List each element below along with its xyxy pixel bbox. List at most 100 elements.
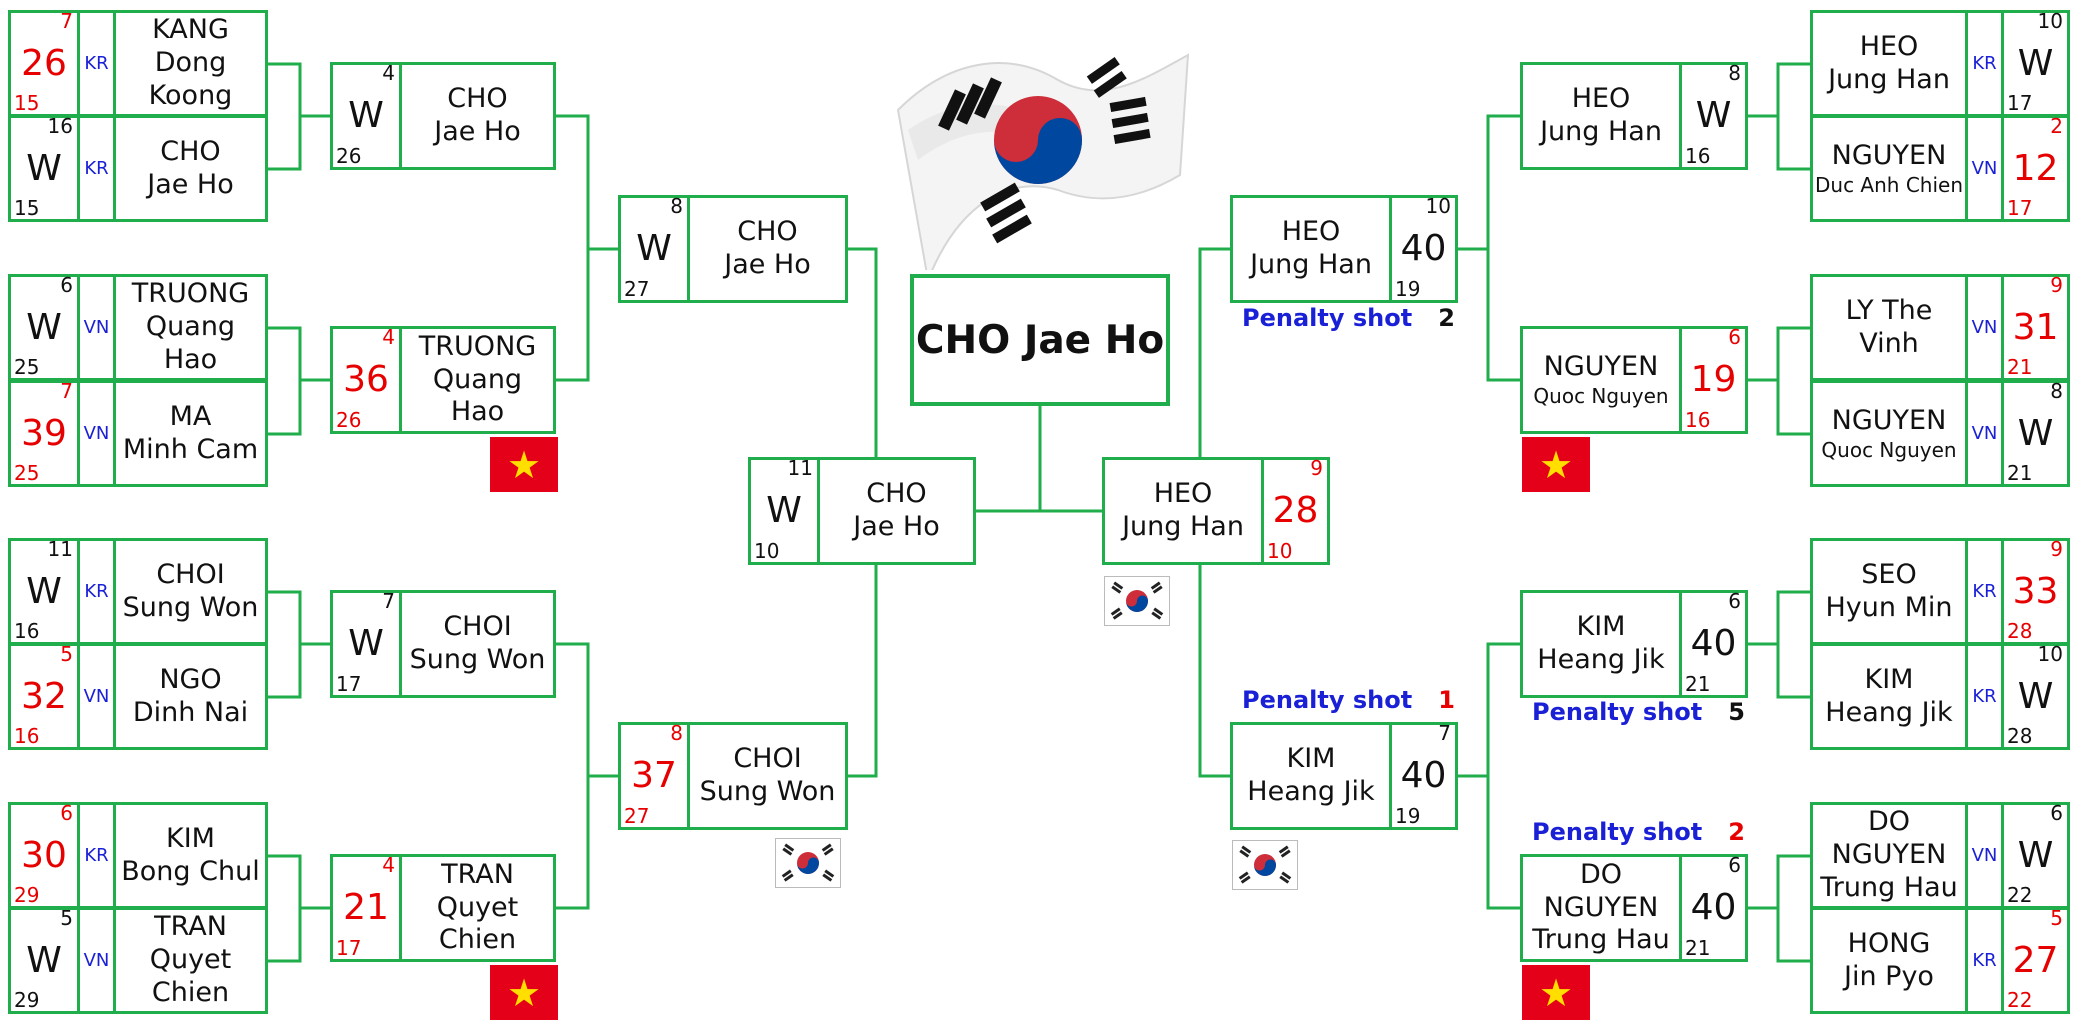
score-value: W [766,490,802,531]
score-value: 40 [1400,228,1447,269]
country-code: KR [77,805,113,906]
sub-score: 27 [624,804,650,828]
sub-score: 29 [14,988,40,1012]
player-surname: CHOI [443,611,512,643]
country-code: KR [77,13,113,114]
player-surname: CHO [447,83,508,115]
seed-number: 5 [60,906,73,930]
seed-number: 9 [2050,537,2063,561]
bracket-connector [1486,114,1520,382]
player-given-name: Heang Jik [1825,696,1953,728]
score-value: W [26,939,62,981]
bracket-connector [556,114,590,382]
player-given-name: Sung Won [409,644,546,675]
seed-number: 6 [1728,325,1741,349]
score-value: W [2017,42,2054,84]
player-given-name: Dong Koong [148,47,233,111]
korea-flag-icon [1232,840,1298,890]
penalty-label-text: Penalty shot [1532,698,1703,726]
penalty-label-text: Penalty shot [1242,304,1413,332]
bracket-connector [268,62,302,171]
sub-score: 17 [336,936,362,960]
player-given-name: Jae Ho [853,511,940,542]
score-value: 40 [1690,623,1737,664]
country-code: VN [1965,118,2001,219]
seed-number: 16 [47,114,73,138]
country-code: VN [77,910,113,1011]
country-code: VN [77,277,113,378]
player-surname: HEO [1571,83,1631,115]
country-code: VN [1965,805,2001,906]
sub-score: 10 [754,539,780,563]
seed-number: 7 [60,9,73,33]
player-surname: TRUONG [418,330,537,362]
penalty-value: 2 [1438,304,1455,332]
player-surname: TRAN [154,911,227,943]
sub-score: 16 [14,619,40,643]
player-surname: NGUYEN [1831,404,1947,436]
score-value: 40 [1400,755,1447,796]
penalty-shot-label: Penalty shot 2 [1242,304,1455,332]
player-given-name: Sung Won [122,591,259,623]
country-code: KR [1965,13,2001,114]
player-surname: HEO [1859,30,1919,62]
sub-score: 16 [1685,144,1711,168]
score-value: W [348,623,384,664]
player-given-name: Dinh Nai [132,696,249,728]
sub-score: 10 [1267,539,1293,563]
penalty-label-text: Penalty shot [1532,818,1703,846]
score-value: 19 [1690,359,1737,400]
country-code: VN [77,646,113,747]
seed-number: 5 [2050,906,2063,930]
sub-score: 28 [2007,724,2033,748]
champion-box: CHO Jae Ho [910,274,1170,406]
sub-score: 15 [14,91,40,115]
sub-score: 21 [1685,936,1711,960]
score-value: 32 [21,675,67,717]
player-given-name: Quang Hao [145,311,236,375]
player-surname: DO NGUYEN [1543,858,1659,923]
player-surname: KANG [152,14,229,46]
player-given-name: Trung Hau [1820,871,1958,903]
player-given-name: Bong Chul [121,855,260,887]
player-given-name: Minh Cam [122,433,259,465]
bracket-connector [1776,590,1810,699]
seed-number: 10 [2037,9,2063,33]
player-surname: NGUYEN [1543,351,1659,383]
player-given-name: Jung Han [1828,63,1950,95]
player-given-name: Sung Won [699,776,836,807]
bracket-connector [268,326,302,436]
player-surname: CHO [160,135,221,167]
